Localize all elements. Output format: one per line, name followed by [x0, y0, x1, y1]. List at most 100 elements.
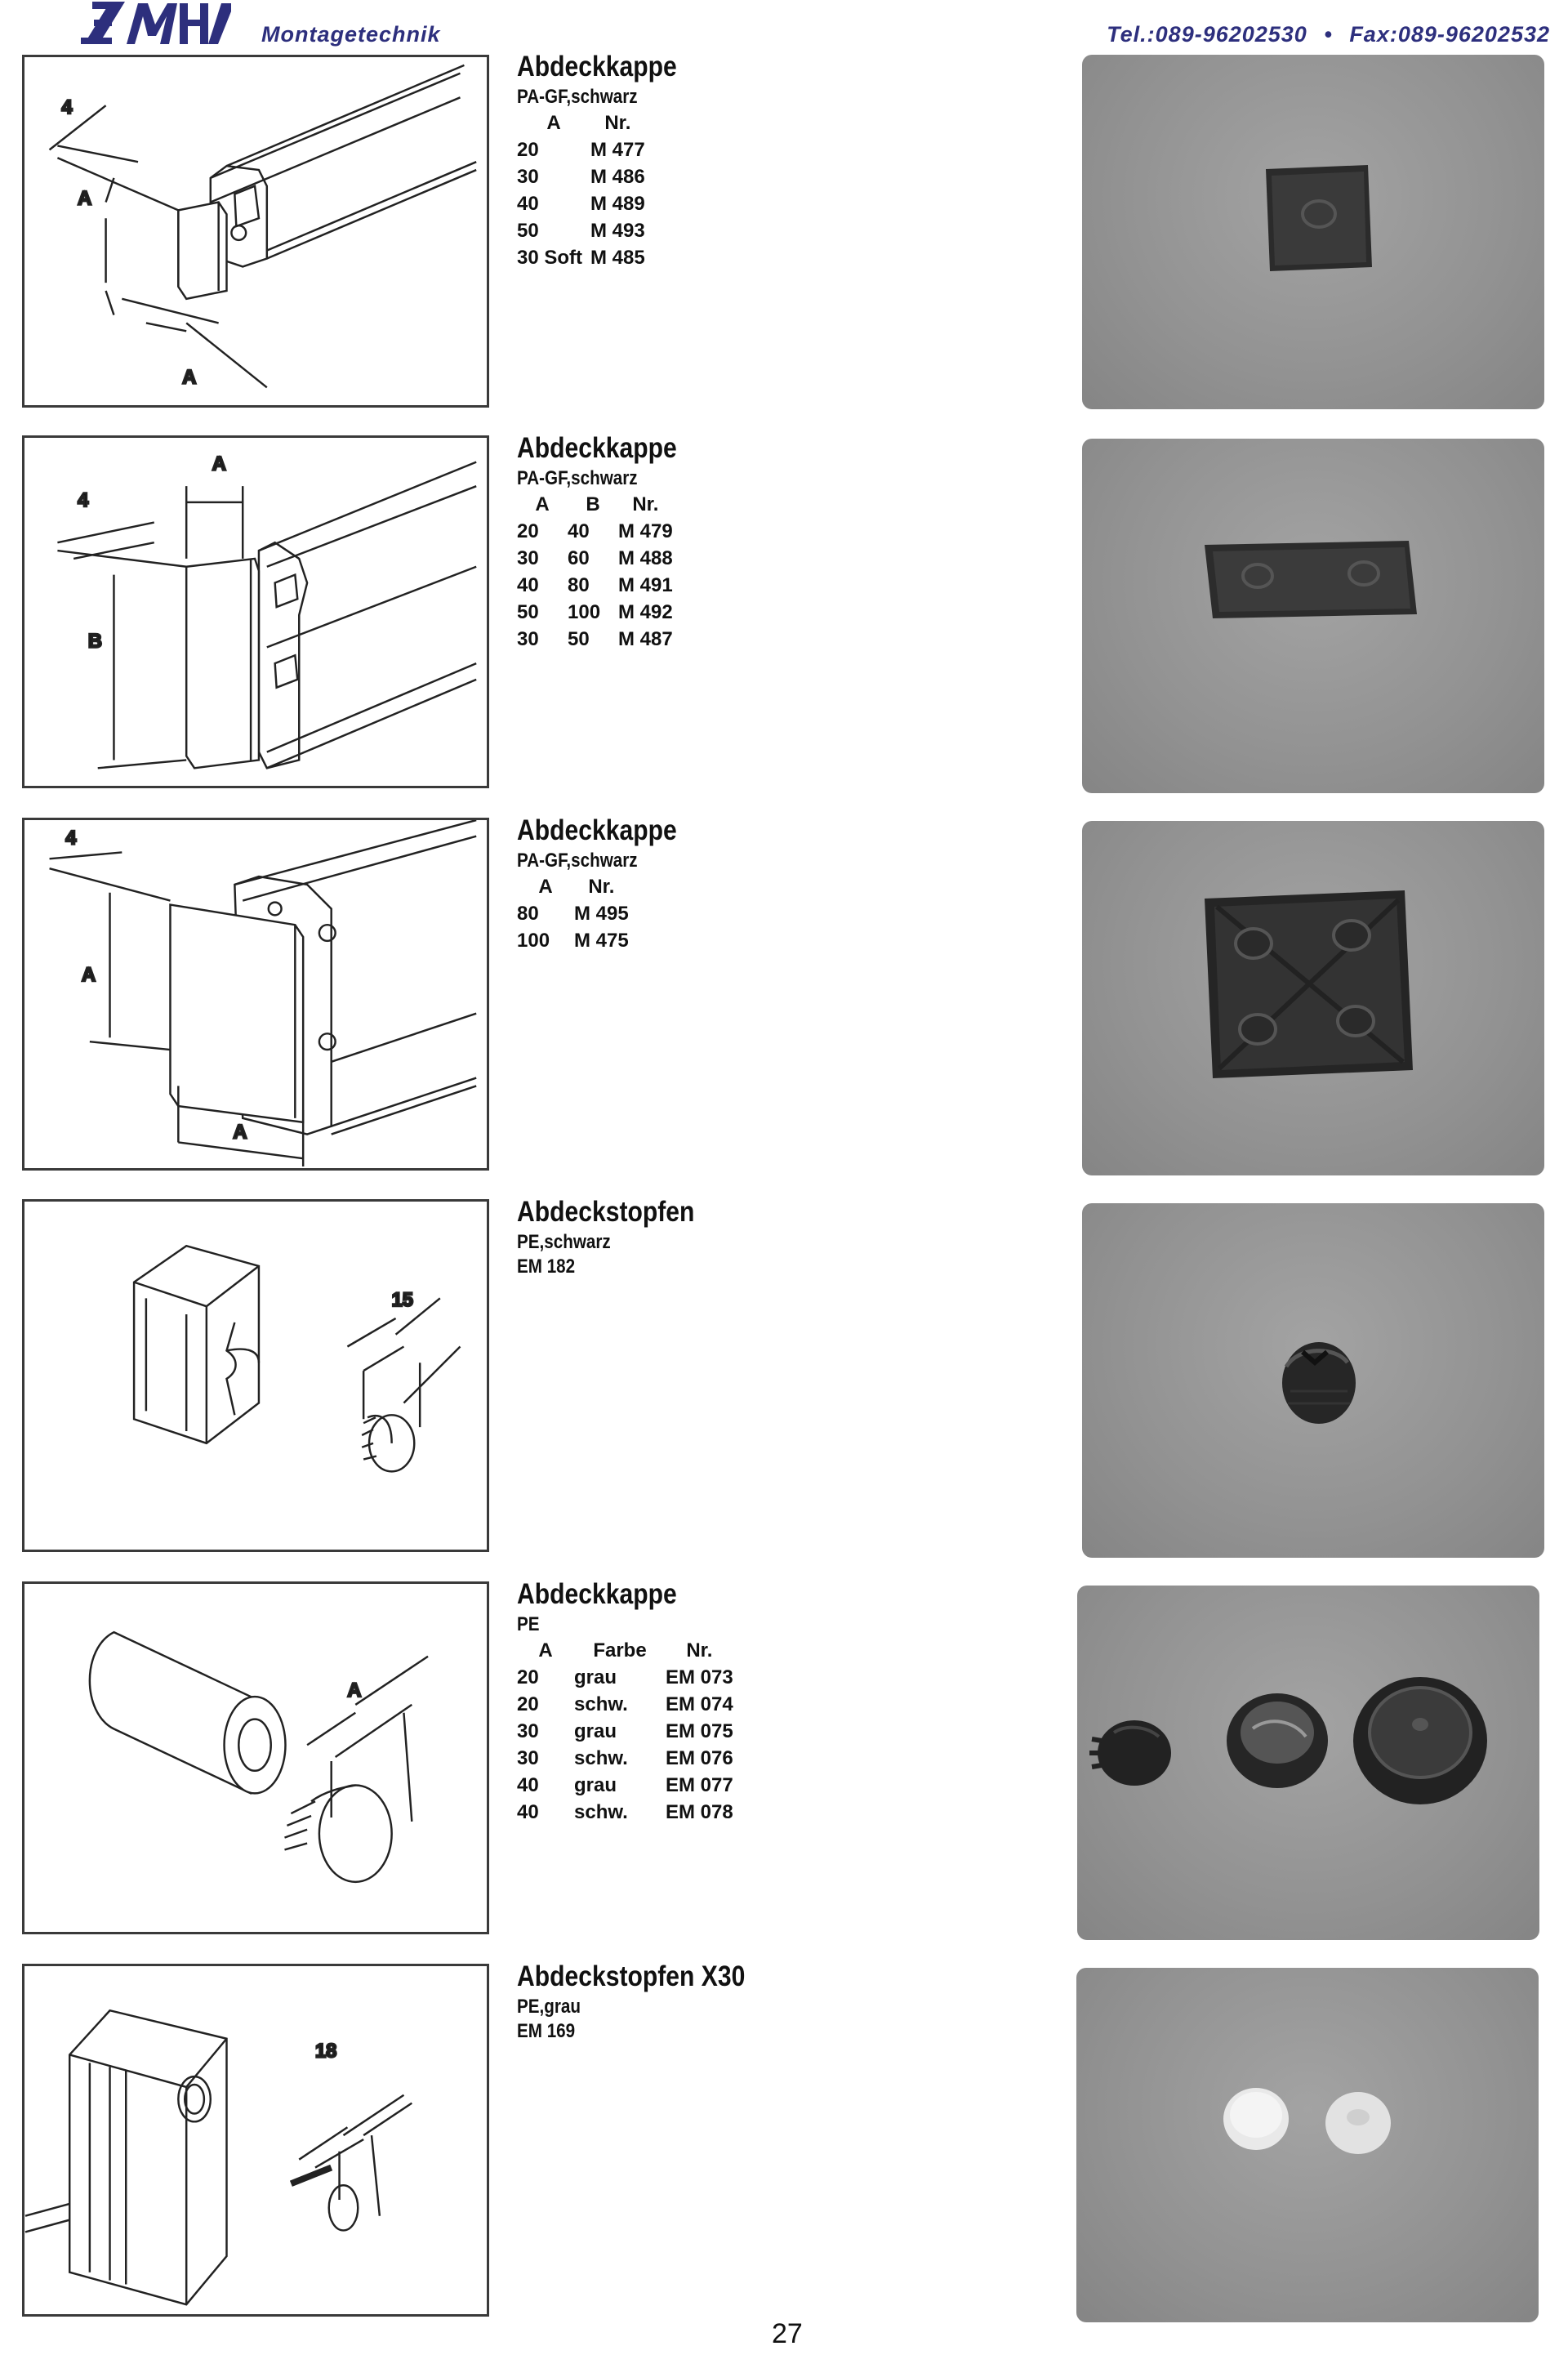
dim-label-a-horizontal: A: [182, 367, 196, 388]
col-a: A: [546, 112, 561, 134]
cell: M 491: [618, 574, 673, 596]
cell: M 493: [590, 220, 645, 242]
phone-number: Tel.:089-96202530: [1107, 22, 1307, 47]
dim-label-4: 4: [61, 97, 73, 118]
col-nr: Nr.: [588, 876, 615, 898]
col-b: B: [586, 493, 600, 515]
cell: 40: [517, 1774, 539, 1796]
cell: 100: [517, 930, 550, 952]
cell: 30: [517, 1747, 539, 1769]
product-photo-2: [1082, 439, 1544, 793]
cell: 40: [517, 193, 539, 215]
cell: 30: [517, 547, 539, 569]
cell: M 486: [590, 166, 645, 188]
table-row: 100 M 475: [517, 927, 629, 954]
col-nr: Nr.: [686, 1639, 713, 1661]
cell: EM 074: [666, 1693, 733, 1715]
col-a: A: [538, 1639, 553, 1661]
company-tagline: Montagetechnik: [261, 22, 441, 47]
dim-label-a-vertical: A: [78, 188, 91, 209]
product-info-2: Abdeckkappe PA-GF,schwarz A B Nr. 20 40 M …: [517, 430, 827, 653]
cell: schw.: [574, 1801, 628, 1823]
product-photo-4: [1082, 1203, 1544, 1558]
technical-drawing-1: 4 A A: [22, 55, 489, 408]
table-row: 30 grau EM 075: [517, 1718, 733, 1745]
cell: 40: [568, 520, 590, 542]
cell: M 492: [618, 601, 673, 623]
product-info-4: Abdeckstopfen PE,schwarz EM 182: [517, 1194, 827, 1279]
cell: 40: [517, 574, 539, 596]
cell: 30: [517, 628, 539, 650]
product-material: PE: [517, 1613, 540, 1635]
dim-label-4: 4: [65, 828, 77, 850]
cell: EM 077: [666, 1774, 733, 1796]
col-a: A: [535, 493, 550, 515]
technical-drawing-3: 4 A A: [22, 818, 489, 1171]
cell: 50: [517, 601, 539, 623]
col-nr: Nr.: [604, 112, 631, 134]
cell: EM 078: [666, 1801, 733, 1823]
dim-label-a-horizontal: A: [233, 1122, 247, 1144]
cell: 60: [568, 547, 590, 569]
dim-label-18: 18: [315, 2041, 336, 2062]
col-nr: Nr.: [632, 493, 659, 515]
cell: 30 Soft: [517, 247, 583, 269]
cell: M 489: [590, 193, 645, 215]
dim-label-a: A: [212, 453, 226, 475]
cell: EM 073: [666, 1666, 733, 1688]
product-title: Abdeckkappe: [517, 432, 677, 464]
technical-drawing-2: A 4 B: [22, 435, 489, 788]
product-photo-1: [1082, 55, 1544, 409]
product-material: PA-GF,schwarz: [517, 467, 638, 489]
col-farbe: Farbe: [593, 1639, 647, 1661]
cell: 20: [517, 520, 539, 542]
cell: grau: [574, 1720, 617, 1742]
product-code: EM 169: [517, 2020, 576, 2042]
cell: 20: [517, 1693, 539, 1715]
page-header: Montagetechnik Tel.:089-96202530 • Fax:0…: [0, 0, 1568, 51]
product-photo-3: [1082, 821, 1544, 1175]
cell: M 475: [574, 930, 629, 952]
cell: 30: [517, 1720, 539, 1742]
dim-label-a-vertical: A: [82, 965, 96, 986]
spec-header-row: A Nr.: [517, 109, 645, 136]
cell: 20: [517, 139, 539, 161]
fax-number: Fax:089-96202532: [1349, 22, 1550, 47]
dim-label-a: A: [347, 1680, 361, 1702]
table-row: 20 grau EM 073: [517, 1664, 733, 1691]
cell: 20: [517, 1666, 539, 1688]
product-title: Abdeckstopfen: [517, 1196, 695, 1228]
technical-drawing-6: 18: [22, 1964, 489, 2317]
cell: M 495: [574, 903, 629, 925]
product-title: Abdeckkappe: [517, 1578, 677, 1610]
cell: M 485: [590, 247, 645, 269]
product-info-6: Abdeckstopfen X30 PE,grau EM 169: [517, 1959, 827, 2044]
col-a: A: [538, 876, 553, 898]
technical-drawing-5: A: [22, 1581, 489, 1934]
cell: schw.: [574, 1747, 628, 1769]
emha-logo: [81, 2, 231, 44]
contact-separator: •: [1324, 22, 1333, 47]
cell: 50: [568, 628, 590, 650]
cell: M 477: [590, 139, 645, 161]
table-row: 30 60 M 488: [517, 545, 673, 572]
product-material: PE,schwarz: [517, 1231, 611, 1253]
product-title: Abdeckstopfen X30: [517, 1960, 746, 1992]
cell: grau: [574, 1666, 617, 1688]
table-row: 40 M 489: [517, 190, 645, 217]
cell: M 488: [618, 547, 673, 569]
cell: EM 075: [666, 1720, 733, 1742]
product-title: Abdeckkappe: [517, 51, 677, 83]
